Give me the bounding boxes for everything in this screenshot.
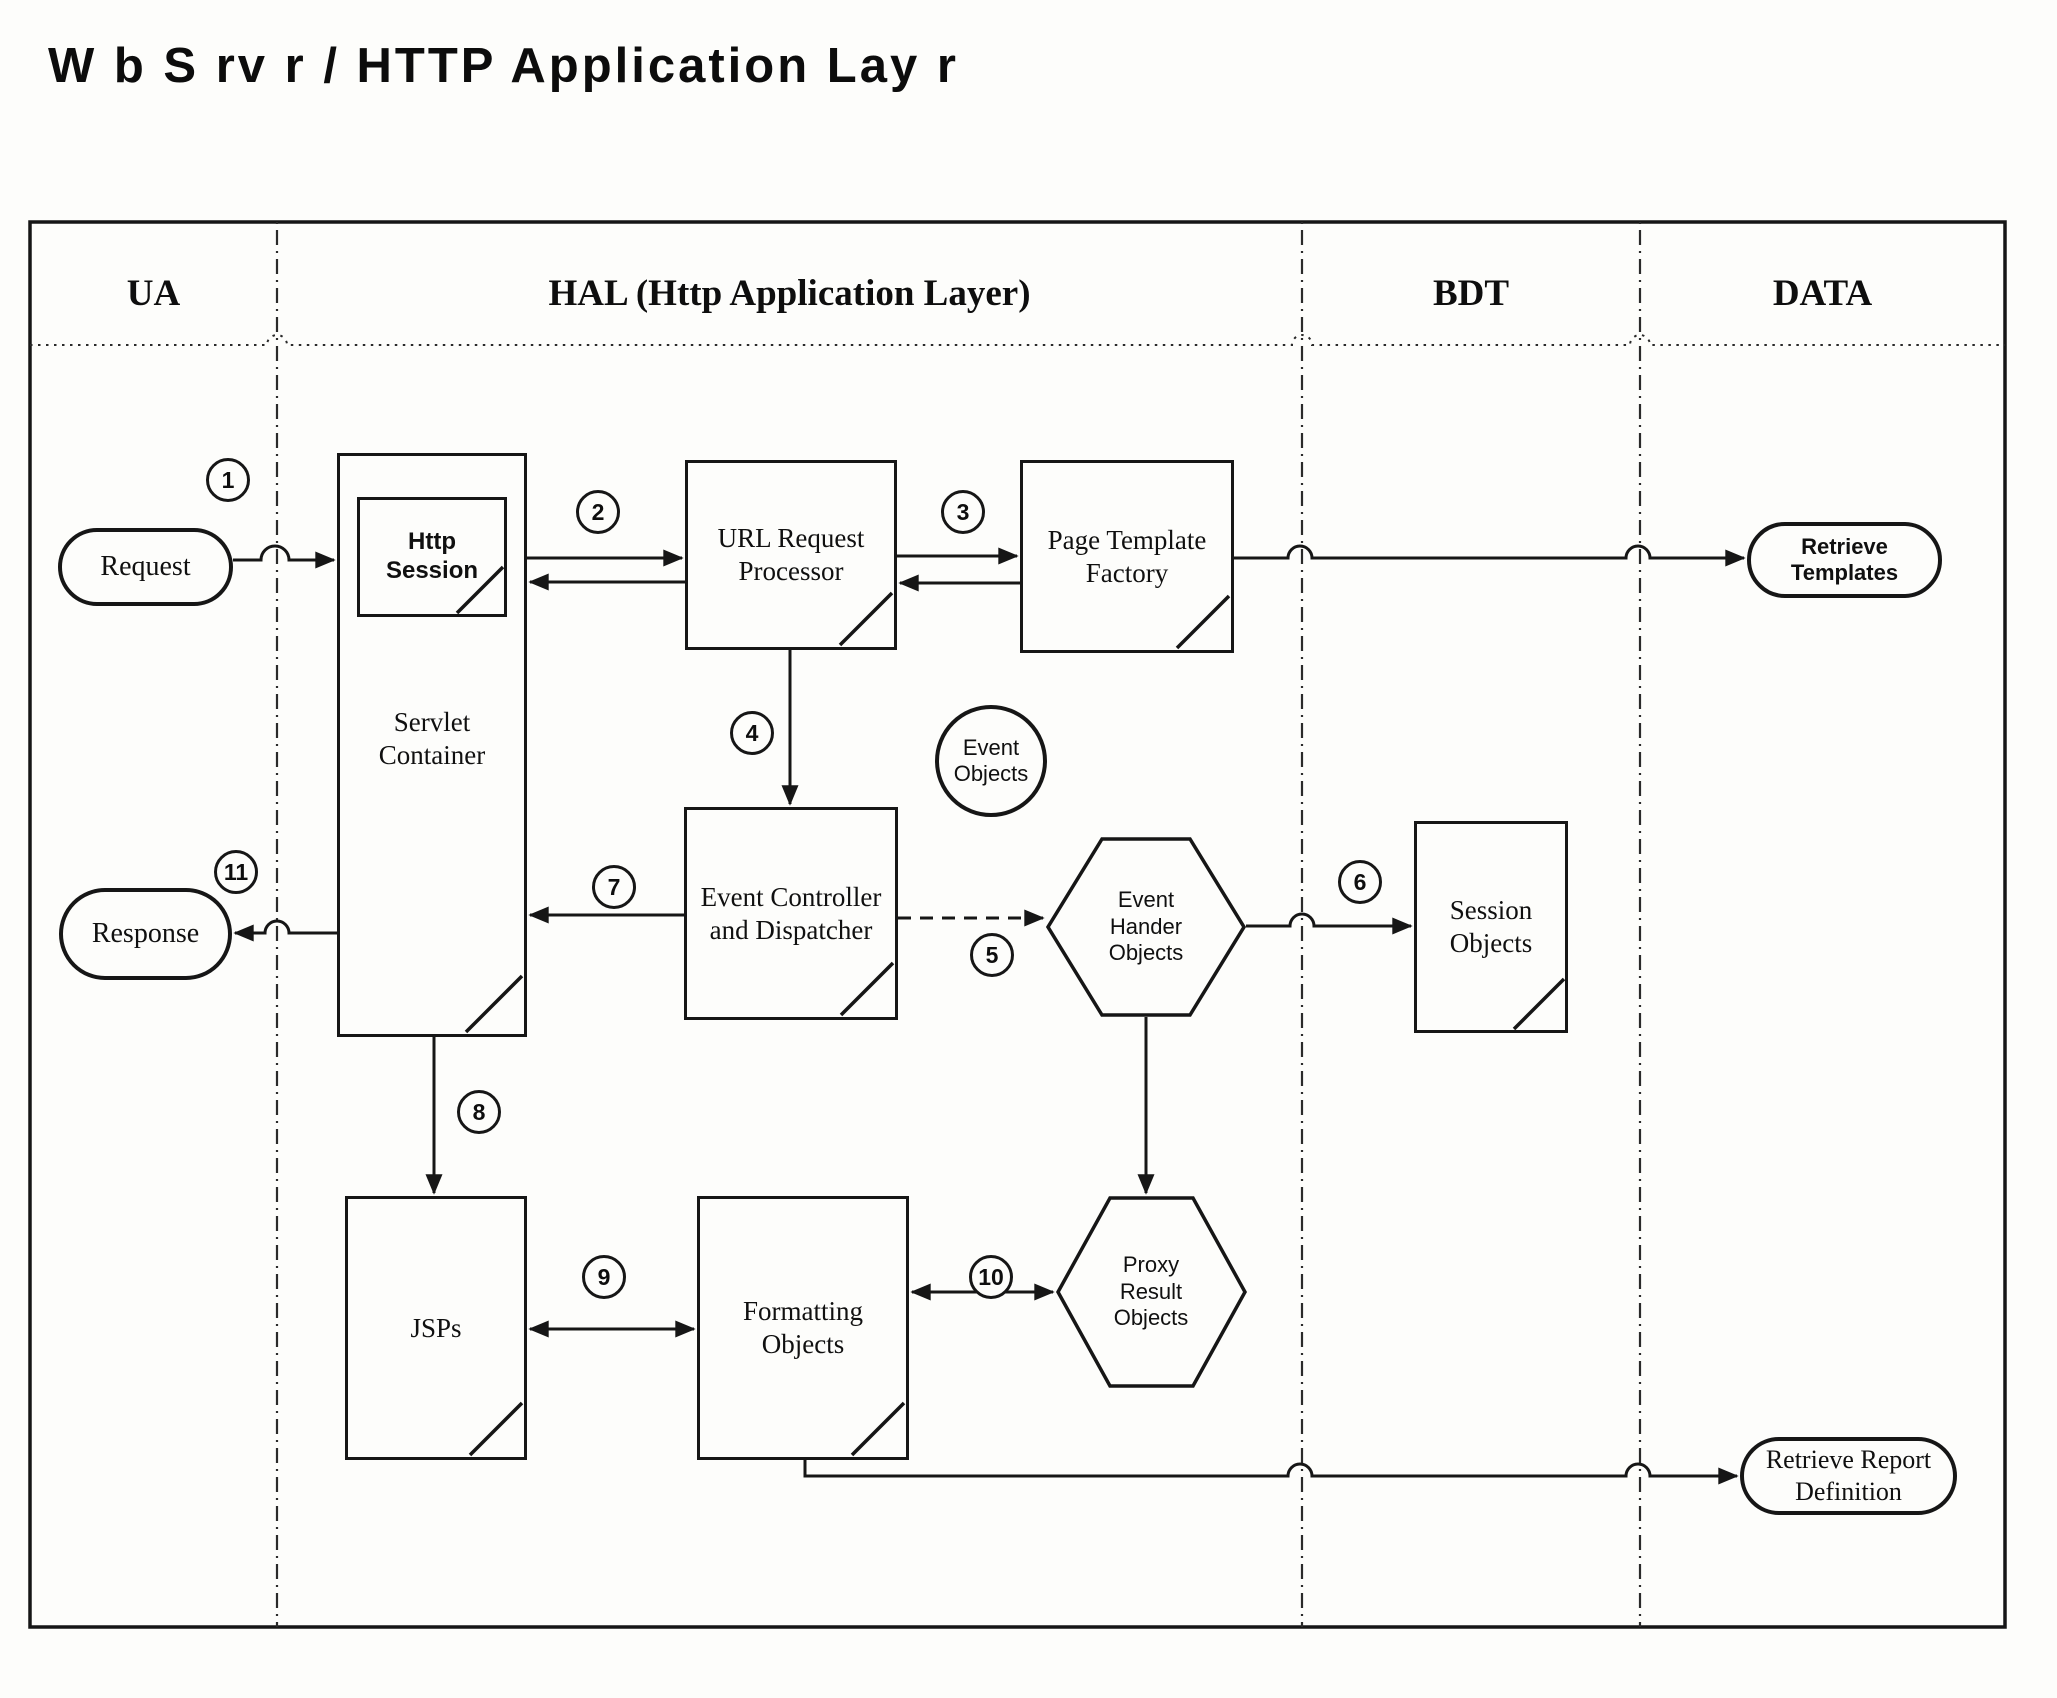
step-badge-10: 10: [969, 1255, 1013, 1299]
corner-notch: [455, 565, 505, 615]
corner-notch: [850, 1401, 906, 1457]
step-badge-6: 6: [1338, 860, 1382, 904]
node-session-objects: Session Objects: [1414, 821, 1568, 1033]
connector-pagetemplatefactory-to-retrievetemplates: [1234, 544, 1746, 567]
corner-notch: [838, 591, 894, 647]
node-event-hander-objects: Event Hander Objects: [1076, 857, 1216, 997]
step-badge-5: 5: [970, 933, 1014, 977]
step-badge-1: 1: [206, 458, 250, 502]
node-event-controller: Event Controller and Dispatcher: [684, 807, 898, 1020]
node-label: Event Objects: [953, 734, 1029, 786]
node-retrieve-templates: Retrieve Templates: [1747, 522, 1942, 598]
step-badge-9: 9: [582, 1255, 626, 1299]
corner-notch: [839, 961, 895, 1017]
node-page-template-factory: Page Template Factory: [1020, 460, 1234, 653]
node-url-request-processor: URL Request Processor: [685, 460, 897, 650]
step-badge-4: 4: [730, 711, 774, 755]
node-label: URL Request Processor: [717, 523, 865, 586]
node-proxy-result-objects-shape: [1056, 1196, 1247, 1388]
step-badge-8: 8: [457, 1090, 501, 1134]
connector-request-to-servlet: [233, 544, 336, 569]
node-label: Page Template Factory: [1047, 524, 1207, 588]
lane-header-hal: HAL (Http Application Layer): [548, 272, 1031, 314]
node-servlet-container: Servlet Container: [337, 453, 527, 1037]
node-label: Event Controller and Dispatcher: [700, 881, 882, 945]
lane-header-data: DATA: [1772, 272, 1873, 314]
node-response: Response: [59, 888, 232, 980]
step-badge-2: 2: [576, 490, 620, 534]
node-label: Session Objects: [1449, 895, 1533, 958]
node-http-session: Http Session: [357, 497, 507, 617]
node-jsps: JSPs: [345, 1196, 527, 1460]
corner-notch: [1512, 977, 1566, 1031]
step-badge-7: 7: [592, 865, 636, 909]
node-retrieve-report-definition: Retrieve Report Definition: [1740, 1437, 1957, 1515]
node-label: Request: [100, 550, 191, 582]
node-request: Request: [58, 528, 233, 606]
corner-notch: [1175, 594, 1231, 650]
node-label: Formatting Objects: [743, 1296, 863, 1359]
corner-notch: [464, 974, 524, 1034]
connector-servlet-to-response: [233, 919, 337, 942]
lane-header-ua: UA: [126, 272, 181, 314]
node-event-hander-objects-shape: [1046, 837, 1246, 1017]
node-label: Proxy Result Objects: [1113, 1252, 1189, 1331]
node-label: Retrieve Templates: [1790, 533, 1899, 585]
node-label: Retrieve Report Definition: [1765, 1445, 1932, 1506]
step-badge-3: 3: [941, 490, 985, 534]
node-event-objects: Event Objects: [935, 705, 1047, 817]
connector-formatting-to-retrievereport: [803, 1460, 1739, 1485]
diagram-frame: [28, 220, 2007, 1629]
page-title: W b S rv r / HTTP Application Lay r: [48, 39, 959, 93]
header-rule: [30, 334, 2005, 346]
corner-notch: [468, 1401, 524, 1457]
node-formatting-objects: Formatting Objects: [697, 1196, 909, 1460]
node-label: Servlet Container: [378, 707, 486, 770]
connector-eventhander-to-sessionobjects: [1246, 912, 1413, 935]
node-label: Event Hander Objects: [1108, 887, 1184, 966]
node-proxy-result-objects: Proxy Result Objects: [1081, 1216, 1221, 1368]
node-label: JSPs: [410, 1312, 462, 1343]
node-label: Response: [91, 917, 200, 949]
lane-header-bdt: BDT: [1432, 272, 1510, 314]
step-badge-11: 11: [214, 850, 258, 894]
node-label: Http Session: [385, 528, 479, 584]
